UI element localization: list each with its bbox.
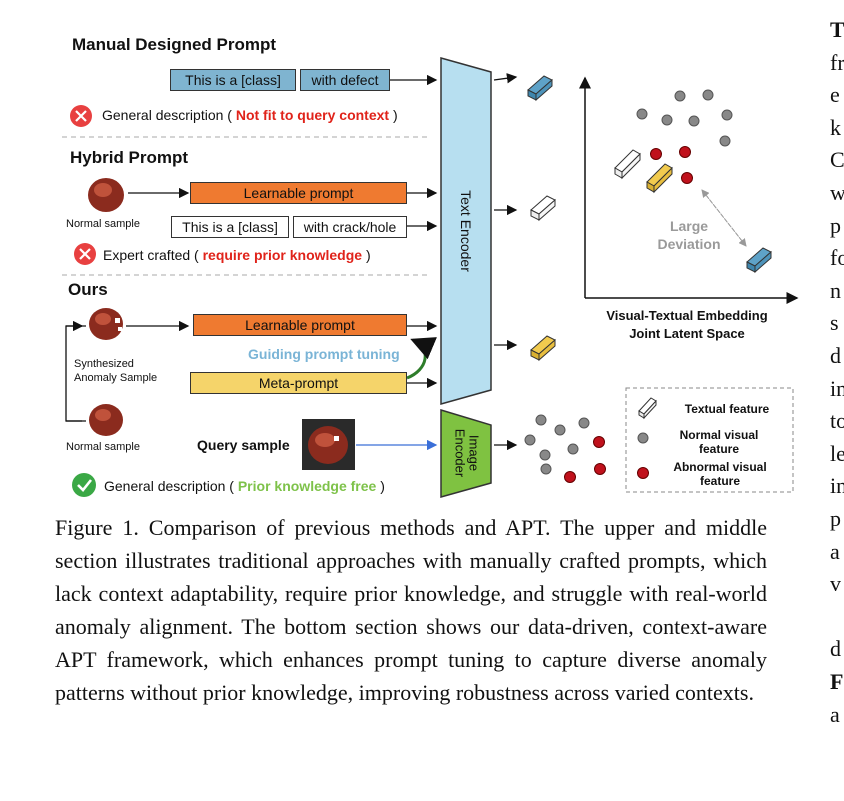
legend-abnormal-dot [637,467,649,479]
text-encoder-block [440,57,492,405]
right-column-line: p [830,212,841,238]
normal-sample-image-ours [86,400,126,440]
manual-header: Manual Designed Prompt [72,35,277,54]
embedding-textual-blue [746,247,772,274]
normal-sample-image-hybrid [84,174,128,216]
textual-feature-yellow [530,335,556,362]
query-label: Query sample [197,437,290,453]
synthesized-anomaly-image [86,304,126,344]
hybrid-sample-label: Normal sample [66,218,140,230]
ours-normal-label: Normal sample [66,441,140,453]
right-column-line: v [830,571,841,597]
ours-learnable-box: Learnable prompt [193,314,407,336]
check-circle-icon [72,473,96,497]
embedding-textual-white [614,149,641,180]
guiding-label: Guiding prompt tuning [248,346,400,362]
synth-label-1: Synthesized [74,358,134,370]
right-column-line: p [830,506,841,531]
right-column-line: a [830,538,840,564]
right-column-line: C [830,147,844,173]
hybrid-learnable-box: Learnable prompt [190,182,407,204]
right-column-line: fo [830,245,844,271]
legend-normal-dot [637,432,649,444]
prompt-defect-box: with defect [300,69,390,91]
meta-prompt-box: Meta-prompt [190,372,407,394]
embedding-textual-yellow [646,163,673,194]
right-column-line: a [830,701,840,727]
right-column-line: F [830,669,844,694]
figure-caption: Figure 1. Comparison of previous methods… [55,515,767,705]
visual-feature-dots [524,414,606,483]
hybrid-class-box: This is a [class] [171,216,289,238]
ours-note: General description ( Prior knowledge fr… [104,478,385,494]
legend-cube-icon [638,397,657,420]
textual-feature-white [530,195,556,222]
embedding-dots [636,89,733,184]
legend-textual: Textual feature [684,402,770,416]
figure-diagram [62,57,799,498]
hybrid-crack-box: with crack/hole [293,216,407,238]
right-column-line: d [830,343,841,368]
right-column-line: e [830,82,840,108]
query-sample-image [302,419,355,470]
text-encoder-label: Text Encoder [458,190,474,272]
right-column-line: T [830,17,844,42]
manual-note: General description ( Not fit to query c… [102,107,398,123]
prompt-class-box: This is a [class] [170,69,296,91]
right-column-line: k [830,114,841,140]
right-column-line: in [830,473,844,499]
right-column-line: to [830,408,844,434]
right-column-line: w [830,180,844,205]
right-column-line: n [830,277,841,303]
right-column-line: le [830,440,844,466]
right-column-line: fr [830,49,844,75]
textual-feature-blue [527,75,553,102]
right-column-line: in [830,375,844,401]
right-column-line: s [830,310,839,336]
hybrid-header: Hybrid Prompt [70,148,189,167]
right-column-line: d [830,636,841,662]
x-circle-icon [70,105,92,127]
image-encoder-block [440,408,492,498]
hybrid-note: Expert crafted ( require prior knowledge… [103,247,371,263]
x-circle-icon [74,243,96,265]
synth-label-2: Anomaly Sample [74,372,158,384]
ours-header: Ours [68,280,108,299]
